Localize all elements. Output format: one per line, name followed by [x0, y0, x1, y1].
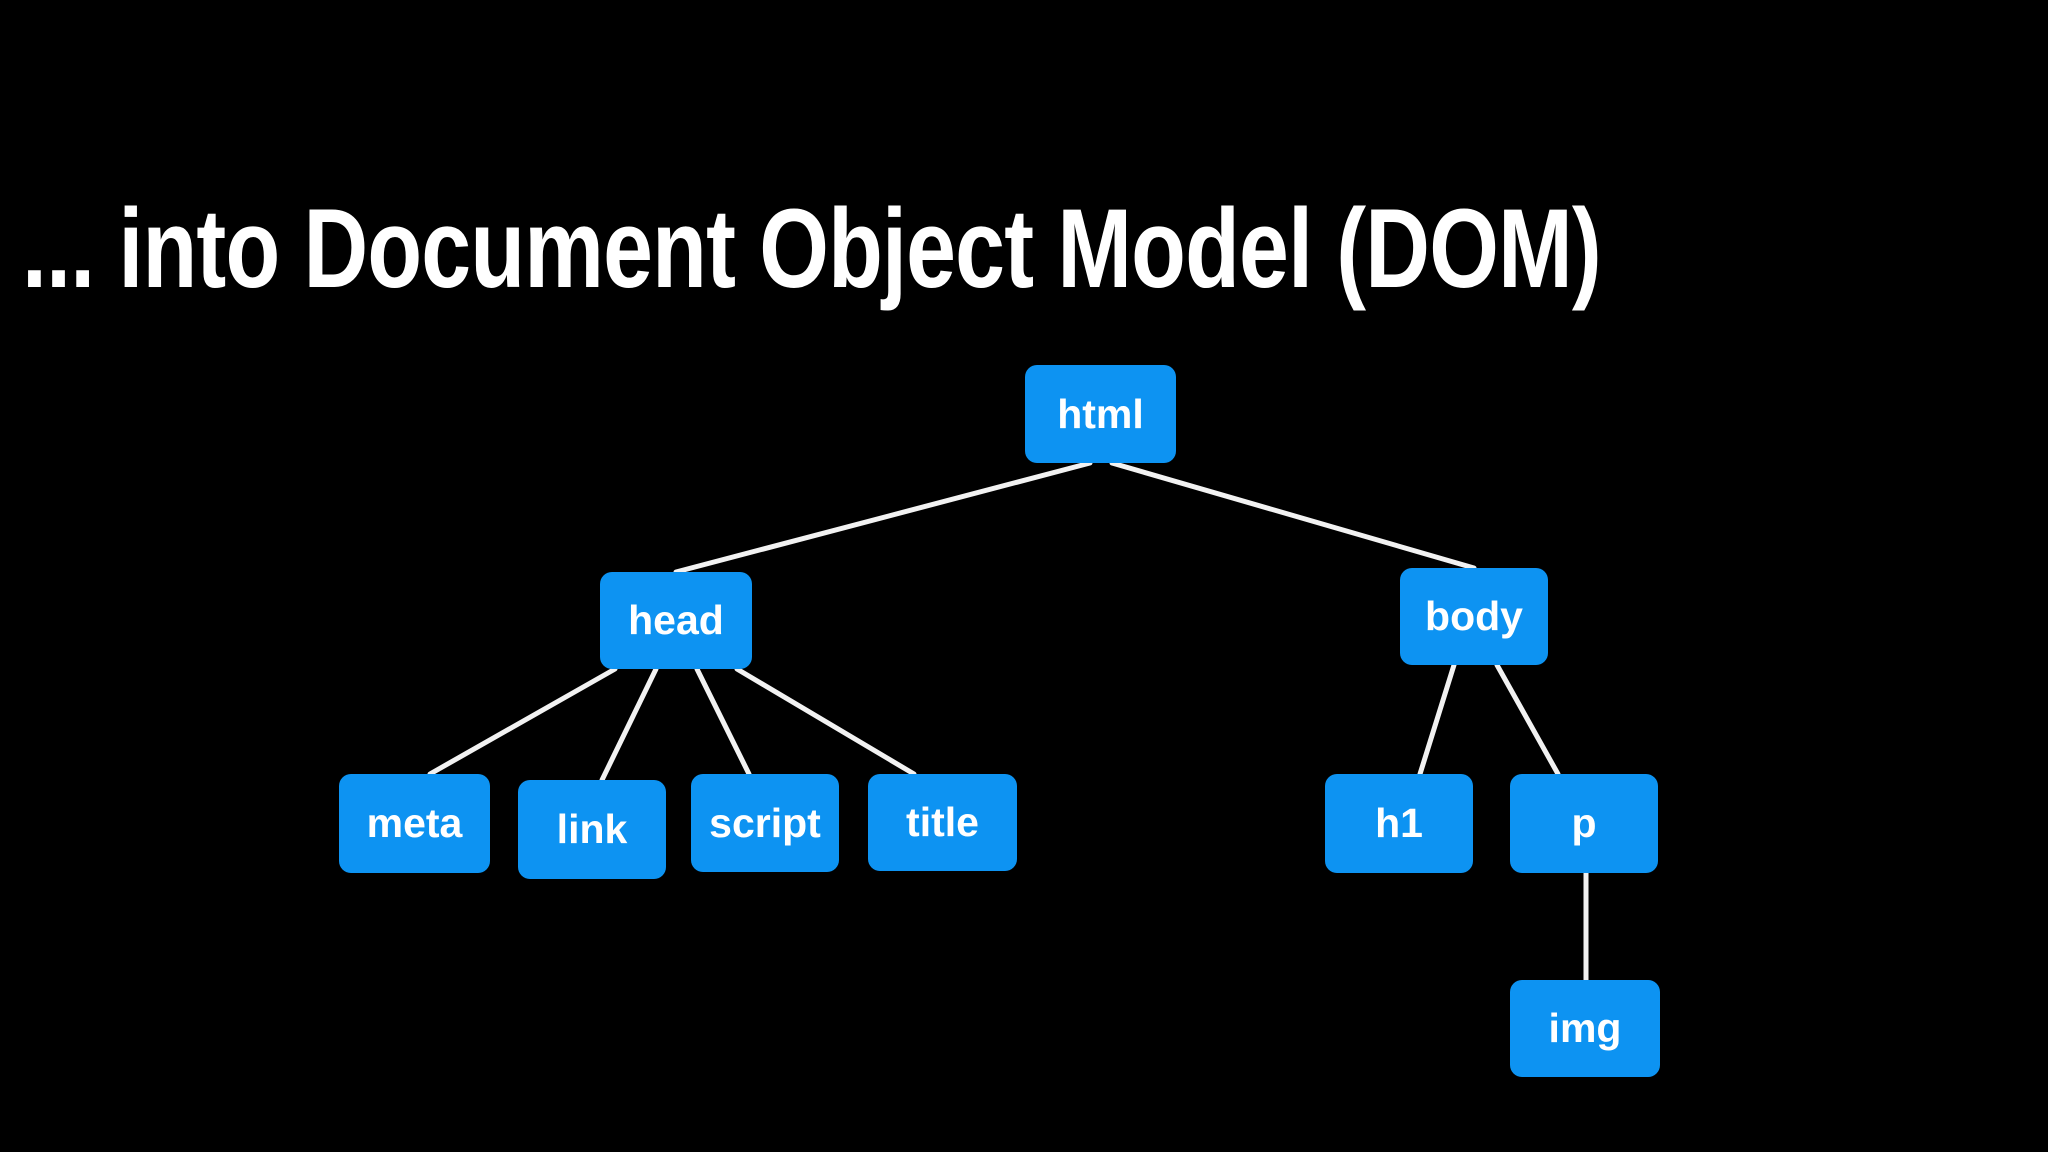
tree-node-label: h1 [1375, 800, 1423, 846]
tree-node-label: p [1571, 800, 1597, 846]
tree-node-p[interactable]: p [1510, 774, 1658, 873]
tree-node-label: script [709, 799, 821, 846]
tree-node-title[interactable]: title [868, 774, 1017, 871]
tree-node-label: img [1548, 1005, 1622, 1051]
page-title: ... into Document Object Model (DOM) [22, 186, 1602, 312]
tree-edge-body-to-p [1494, 662, 1561, 777]
tree-node-label: html [1057, 390, 1144, 437]
tree-node-label: link [556, 806, 628, 852]
tree-edge-head-to-title [734, 666, 917, 777]
tree-edge-head-to-meta [427, 666, 618, 777]
tree-node-img[interactable]: img [1510, 980, 1660, 1077]
tree-node-label: title [906, 799, 979, 845]
tree-node-head[interactable]: head [600, 572, 752, 669]
tree-edge-html-to-head [673, 460, 1093, 575]
tree-edge-head-to-script [694, 666, 752, 777]
tree-node-label: body [1425, 593, 1523, 639]
tree-node-script[interactable]: script [691, 774, 839, 872]
tree-node-h1[interactable]: h1 [1325, 774, 1473, 873]
tree-edge-html-to-body [1109, 460, 1477, 571]
tree-node-link[interactable]: link [518, 780, 666, 879]
tree-node-html[interactable]: html [1025, 365, 1176, 463]
tree-node-label: meta [366, 800, 463, 846]
tree-node-label: head [628, 597, 724, 643]
tree-edge-head-to-link [599, 666, 659, 783]
tree-edge-body-to-h1 [1417, 662, 1457, 777]
tree-node-meta[interactable]: meta [339, 774, 490, 873]
tree-node-body[interactable]: body [1400, 568, 1548, 665]
